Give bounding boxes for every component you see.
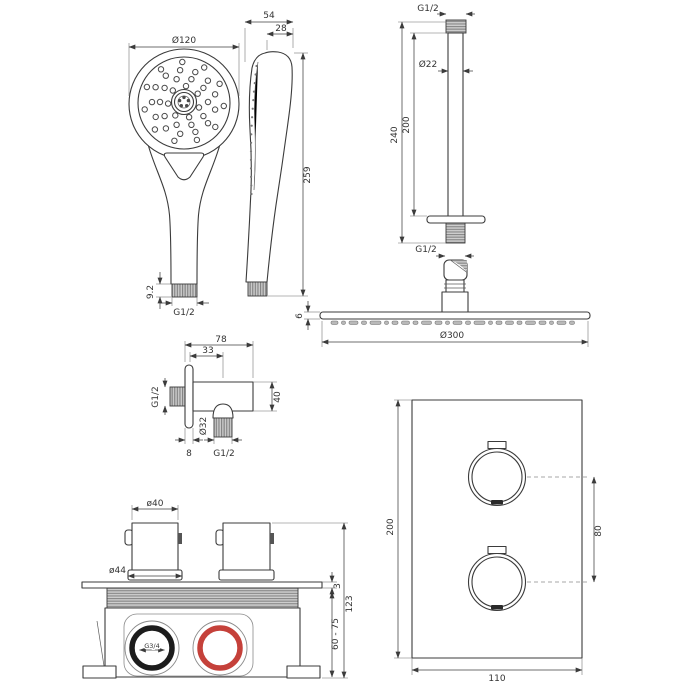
- bottom-handle-marker: [491, 605, 503, 610]
- cold-inlet-port: G3/4: [124, 620, 180, 676]
- handle-left-edge: [147, 145, 172, 285]
- dim-side-length: 259: [303, 166, 313, 183]
- rain-head-profile: [319, 311, 591, 320]
- dim-arm-top-thread: G1/2: [417, 4, 438, 14]
- dim-arm-exposed-length: 200: [402, 116, 412, 133]
- arm-top-thread: [445, 19, 467, 34]
- handle-right-edge: [196, 145, 221, 285]
- handle-logo-recess: [163, 152, 205, 181]
- mixer-right-foot: [286, 665, 321, 679]
- dim-side-depth: 54: [263, 11, 275, 21]
- faceplate-panel: [411, 399, 583, 659]
- right-cartridge-base: [218, 569, 275, 581]
- outlet-elbow-dome: [212, 403, 234, 419]
- dim-mixer-base-diameter: ø44: [109, 566, 126, 576]
- side-thread-tip: [247, 281, 268, 297]
- handle-thread-tip: [171, 283, 198, 298]
- side-face-line: [253, 61, 259, 191]
- dim-hand-tip-height: 9.2: [146, 285, 156, 299]
- dim-outlet-body-offset: 33: [202, 346, 213, 356]
- dim-mixer-cartridge-diameter: ø40: [147, 499, 164, 509]
- dim-faceplate-handle-spacing: 80: [594, 525, 604, 537]
- dim-faceplate-height: 200: [386, 518, 396, 535]
- mixer-mounting-plate: [81, 581, 323, 589]
- dim-outlet-elbow-diameter: Ø32: [198, 417, 209, 436]
- right-cartridge-nub: [270, 533, 274, 544]
- dim-mixer-built-in-depth: 60 - 75: [331, 618, 341, 650]
- right-cartridge: [222, 522, 271, 571]
- head-shower-view: Ø300 6: [295, 301, 591, 347]
- dim-mixer-plate-thickness: 3: [333, 583, 343, 589]
- dim-faceplate-width: 110: [488, 674, 505, 684]
- hot-ring: [197, 625, 243, 671]
- arm-pipe: [447, 32, 464, 217]
- arm-bottom-thread: [445, 222, 466, 244]
- side-nozzle-strip: [249, 64, 258, 196]
- wall-outlet-view: 78 33 G1/2 Ø32 40 8 G1/2: [151, 335, 283, 459]
- top-handle-marker: [491, 500, 503, 505]
- hand-shower-side-view: 54 28 259: [244, 11, 313, 297]
- bottom-handle: [467, 545, 527, 612]
- center-hub: [170, 88, 198, 116]
- dim-mixer-total-height: 123: [345, 595, 355, 612]
- top-handle: [467, 440, 527, 507]
- faceplate-view: 80 200 110: [386, 399, 604, 684]
- dim-arm-pipe-diameter: Ø22: [419, 59, 438, 70]
- dim-hand-thread: G1/2: [173, 308, 194, 318]
- dim-outlet-inlet-thread: G1/2: [151, 386, 161, 407]
- dim-outlet-total-width: 78: [215, 335, 227, 345]
- dim-head-thickness: 6: [295, 313, 305, 319]
- hot-inlet-port: [192, 620, 248, 676]
- hand-shower-front-view: Ø120 9.2 G1/2: [128, 35, 240, 318]
- dim-head-diameter: Ø300: [440, 330, 465, 341]
- dim-hand-diameter: Ø120: [172, 35, 197, 46]
- outlet-bottom-thread: [213, 417, 233, 438]
- dim-mixer-inlet-thread: G3/4: [144, 642, 160, 650]
- dim-outlet-height: 40: [273, 391, 283, 403]
- ball-joint: [441, 259, 469, 313]
- left-cartridge-base: [127, 569, 183, 581]
- rain-nozzle-row: [330, 320, 575, 325]
- dim-arm-total-length: 240: [390, 126, 400, 143]
- dim-side-head-width: 28: [275, 24, 287, 34]
- mixer-body-view: ø40 ø44 G3/4 3 60 - 75: [81, 499, 355, 679]
- dim-outlet-plate-thickness: 8: [186, 449, 192, 459]
- outlet-inlet-thread: [169, 386, 186, 407]
- dim-outlet-outlet-thread: G1/2: [213, 449, 234, 459]
- dim-arm-bottom-thread: G1/2: [415, 245, 436, 255]
- cold-ring: [129, 625, 175, 671]
- left-cartridge-nub: [178, 533, 182, 544]
- mixer-side-pin: [96, 620, 105, 667]
- spray-nozzle-field: [141, 58, 228, 145]
- ceiling-flange: [426, 215, 486, 224]
- side-profile: [245, 51, 293, 283]
- mixer-left-foot: [82, 665, 117, 679]
- mixer-front-panel: [123, 613, 254, 677]
- left-cartridge: [131, 522, 179, 571]
- mixer-thread-collar: [106, 587, 299, 609]
- outlet-wall-plate: [184, 364, 194, 429]
- ceiling-arm-view: G1/2 Ø22 240 200 G1/2: [390, 4, 486, 313]
